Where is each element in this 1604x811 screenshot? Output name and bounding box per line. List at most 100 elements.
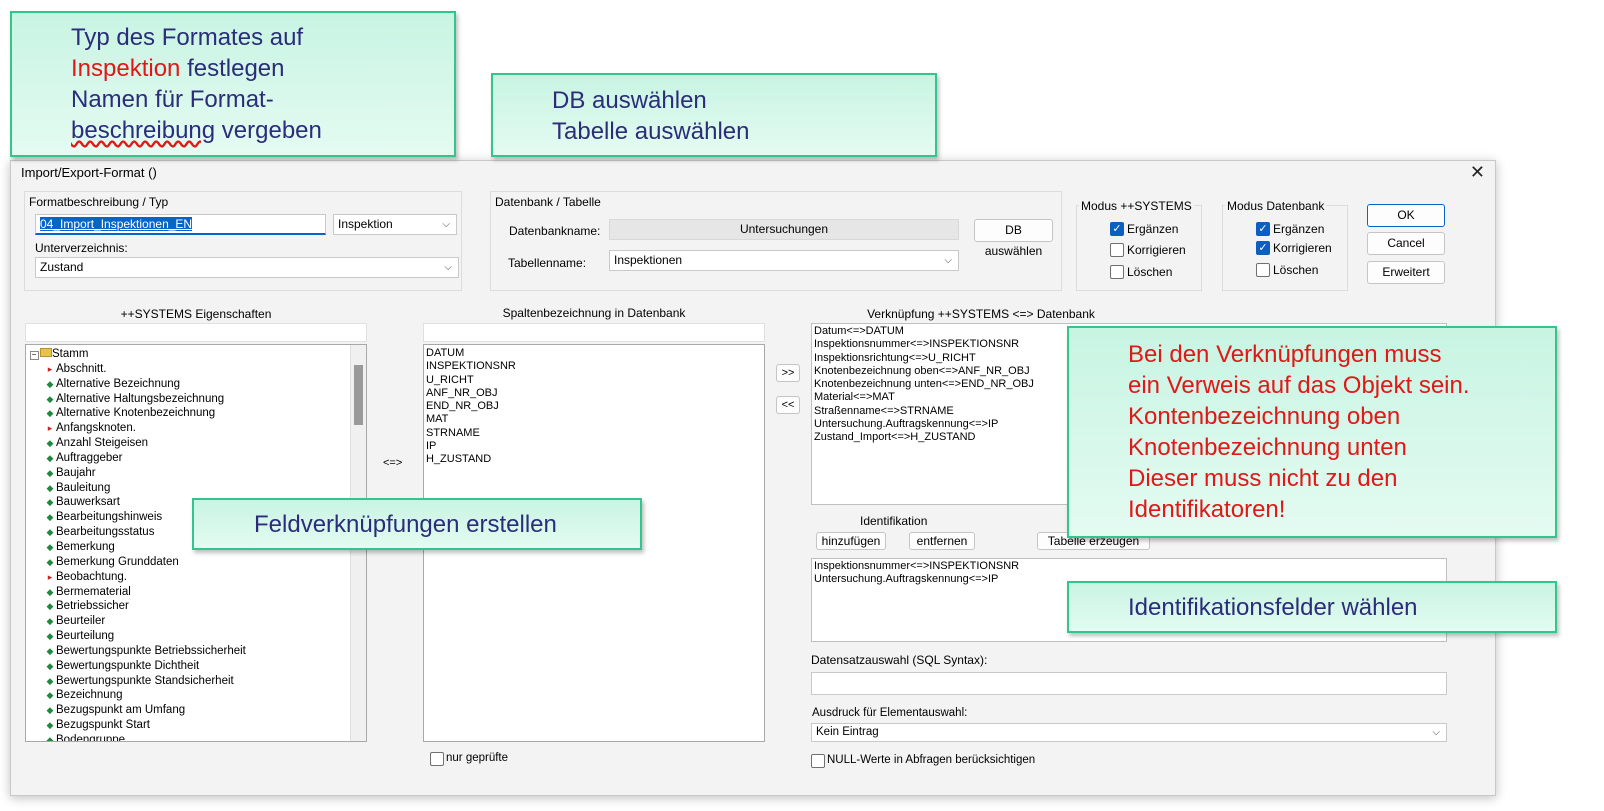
callout-verk-line6: Identifikatoren! [1128,496,1286,523]
mapping-item[interactable]: Untersuchung.Auftragskennung<=>IP [814,417,999,430]
ident-item[interactable]: Inspektionsnummer<=>INSPEKTIONSNR [814,560,1020,572]
tree-item[interactable]: ◆Bearbeitungsstatus [28,525,346,540]
ok-button[interactable]: OK [1367,204,1445,227]
close-icon[interactable]: ✕ [1469,162,1485,182]
props-filter-input[interactable] [25,323,367,342]
column-item[interactable]: H_ZUSTAND [426,453,492,465]
mapping-item[interactable]: Material<=>MAT [814,391,895,404]
tree-item[interactable]: ◆Bermematerial [28,585,346,600]
property-icon: ◆ [46,393,54,404]
mapping-item[interactable]: Knotenbezeichnung unten<=>END_NR_OBJ [814,378,1034,390]
tree-item-label: Abschnitt. [56,362,107,375]
column-item[interactable]: INSPEKTIONSNR [426,360,516,373]
remove-mapping-button[interactable]: << [776,396,800,414]
property-icon: ◆ [46,690,54,701]
tree-item-label: Beobachtung. [56,570,127,583]
tree-item-label: Auftraggeber [56,451,123,464]
tree-item[interactable]: ◆Bezeichnung [28,688,346,703]
cancel-button[interactable]: Cancel [1367,232,1445,255]
property-icon: ◆ [46,631,54,642]
tree-item[interactable]: ◆Bewertungspunkte Betriebssicherheit [28,644,346,659]
only-checked-checkbox[interactable] [430,752,444,766]
tree-item[interactable]: ◆Alternative Knotenbezeichnung [28,406,346,421]
tree-item[interactable]: ◆Auftraggeber [28,451,346,466]
column-item[interactable]: IP [426,439,437,452]
table-select[interactable]: Inspektionen ⌵ [609,250,959,271]
mapping-item[interactable]: Knotenbezeichnung oben<=>ANF_NR_OBJ [814,364,1030,377]
mapping-item[interactable]: Straßenname<=>STRNAME [814,404,954,417]
systems-korrigieren-checkbox[interactable] [1110,243,1124,257]
tree-item[interactable]: ▸Abschnitt. [28,362,346,377]
systems-loeschen-checkbox[interactable] [1110,265,1124,279]
tree-item[interactable]: ◆Bemerkung Grunddaten [28,555,346,570]
tree-item[interactable]: ◆Bauwerksart [28,495,346,510]
mapping-item[interactable]: Zustand_Import<=>H_ZUSTAND [814,431,976,443]
tree-item[interactable]: ▸Anfangsknoten. [28,421,346,436]
systems-ergaenzen-checkbox[interactable]: ✓ [1110,222,1124,236]
callout-verknuepfung: Bei den Verknüpfungen muss ein Verweis a… [1067,326,1557,538]
db-korrigieren-checkbox[interactable]: ✓ [1256,241,1270,255]
callout-ident: Identifikationsfelder wählen [1067,581,1557,633]
expr-value: Kein Eintrag [816,726,879,738]
tree-item[interactable]: ◆Bezugspunkt am Umfang [28,703,346,718]
tree-item[interactable]: ◆Anzahl Steigeisen [28,436,346,451]
tree-item[interactable]: −Stamm [28,347,346,362]
tree-item[interactable]: ◆Bezugspunkt Start [28,718,346,733]
expr-select[interactable]: Kein Eintrag ⌵ [811,723,1447,742]
ident-item[interactable]: Untersuchung.Auftragskennung<=>IP [814,573,999,586]
add-mapping-button[interactable]: >> [776,364,800,382]
tree-item[interactable]: ▸Beobachtung. [28,570,346,585]
mapping-item[interactable]: Inspektionsrichtung<=>U_RICHT [814,351,976,364]
tree-item[interactable]: ◆Beurteilung [28,629,346,644]
mapping-item[interactable]: Datum<=>DATUM [814,325,904,337]
tree-item[interactable]: ◆Baujahr [28,466,346,481]
callout-format-line3: Namen für Format- [71,86,274,113]
tree-item[interactable]: ◆Alternative Bezeichnung [28,377,346,392]
null-values-checkbox[interactable] [811,754,825,768]
db-loeschen-checkbox[interactable] [1256,263,1270,277]
ident-remove-button[interactable]: entfernen [909,532,975,550]
property-icon: ◆ [46,601,54,612]
callout-verk-line3: Kontenbezeichnung oben [1128,403,1401,430]
subdir-value: Zustand [40,260,84,274]
tree-item[interactable]: ◆Bemerkung [28,540,346,555]
format-type-select[interactable]: Inspektion ⌵ [333,214,457,235]
callout-format-line1: Typ des Formates auf [71,24,304,51]
property-icon: ◆ [46,541,54,552]
column-item[interactable]: DATUM [426,347,465,359]
tree-item[interactable]: ◆Bearbeitungshinweis [28,510,346,525]
props-scroll-thumb[interactable] [354,365,363,425]
tree-item[interactable]: ◆Bauleitung [28,481,346,496]
expand-arrow-icon: ▸ [47,363,53,374]
systems-loeschen-label: Löschen [1127,265,1173,279]
sql-input[interactable] [811,672,1447,695]
tree-item[interactable]: ◆Bodengruppe [28,733,346,741]
property-icon: ◆ [46,660,54,671]
column-item[interactable]: ANF_NR_OBJ [426,386,498,399]
tree-item-label: Alternative Knotenbezeichnung [56,407,216,420]
column-item[interactable]: STRNAME [426,426,480,439]
column-item[interactable]: MAT [426,413,449,426]
db-select-button[interactable]: DB auswählen [974,219,1053,258]
ident-add-button[interactable]: hinzufügen [816,532,886,550]
tree-item[interactable]: ◆Beurteiler [28,614,346,629]
columns-filter-input[interactable] [423,323,765,342]
subdir-select[interactable]: Zustand ⌵ [35,257,459,278]
mapping-item[interactable]: Inspektionsnummer<=>INSPEKTIONSNR [814,338,1020,351]
property-icon: ◆ [46,512,54,523]
tree-item[interactable]: ◆Bewertungspunkte Standsicherheit [28,674,346,689]
tree-item-label: Baujahr [56,466,96,479]
collapse-icon[interactable]: − [28,347,40,361]
callout-verk-line4: Knotenbezeichnung unten [1128,434,1407,461]
format-name-input[interactable]: 04_Import_Inspektionen_EN [35,214,326,235]
format-group-label: Formatbeschreibung / Typ [29,195,169,209]
dbname-label: Datenbankname: [509,224,601,238]
db-ergaenzen-checkbox[interactable]: ✓ [1256,222,1270,236]
tree-item-label: Bearbeitungshinweis [56,511,163,524]
tree-item[interactable]: ◆Alternative Haltungsbezeichnung [28,392,346,407]
tree-item[interactable]: ◆Bewertungspunkte Dichtheit [28,659,346,674]
tree-item[interactable]: ◆Betriebssicher [28,599,346,614]
column-item[interactable]: U_RICHT [426,373,474,386]
extended-button[interactable]: Erweitert [1367,261,1445,284]
column-item[interactable]: END_NR_OBJ [426,400,499,412]
